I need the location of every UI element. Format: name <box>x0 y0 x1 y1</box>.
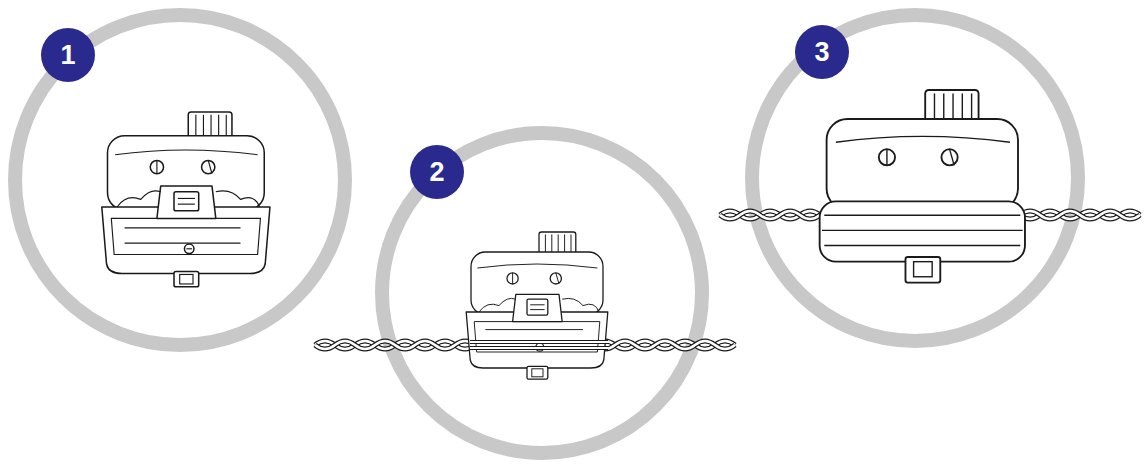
step-number: 2 <box>429 159 444 186</box>
twisted-wire <box>470 342 608 348</box>
step-badge: 3 <box>795 25 849 79</box>
frame-ring <box>382 133 702 453</box>
device-open <box>102 112 270 287</box>
device-closed <box>820 90 1025 283</box>
device-open <box>466 232 608 379</box>
frame-ring <box>752 15 1078 341</box>
step-badge: 2 <box>410 145 464 199</box>
step-number: 3 <box>814 39 829 66</box>
step-number: 1 <box>60 42 75 69</box>
step-badge: 1 <box>41 28 95 82</box>
frame-ring <box>15 15 345 345</box>
